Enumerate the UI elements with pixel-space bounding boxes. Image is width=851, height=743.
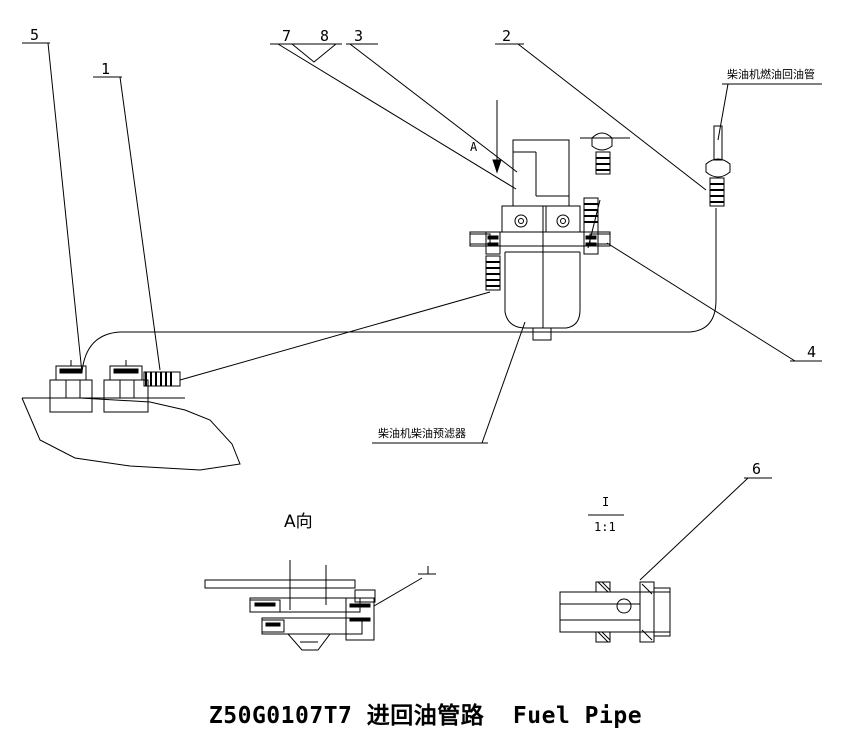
callout-6: 6	[752, 460, 761, 478]
leader-4	[606, 242, 796, 362]
engine-block	[21, 397, 241, 471]
leader-6	[639, 477, 749, 581]
outlet-fitting-vertical	[583, 197, 599, 233]
leader-1	[119, 76, 161, 371]
leader-3	[349, 43, 518, 173]
fuel-return-pipe	[81, 208, 717, 373]
callout-4: 4	[807, 343, 816, 361]
detail-i-section	[559, 581, 671, 643]
bolt-assembly-left	[485, 231, 501, 255]
leader-return-pipe	[717, 83, 729, 141]
callout-5: 5	[30, 26, 39, 44]
callout-2: 2	[502, 27, 511, 45]
callout-7: 7	[282, 27, 291, 45]
leader-prefilter	[481, 321, 526, 444]
drawing-title: Z50G0107T7 进回油管路 Fuel Pipe	[208, 703, 643, 729]
return-pipe-fitting	[705, 125, 731, 207]
detail-i-scale: 1:1	[594, 520, 616, 534]
view-a-label: A向	[284, 512, 313, 532]
callout-8: 8	[320, 27, 329, 45]
callout-1: 1	[101, 60, 110, 78]
banjo-fitting-1	[143, 371, 181, 387]
fuel-prefilter	[469, 139, 611, 341]
callout-78-bracket	[291, 43, 337, 63]
fuel-feed-pipe	[179, 291, 491, 381]
top-banjo-fitting	[580, 132, 630, 175]
callout-3: 3	[354, 27, 363, 45]
leader-2	[517, 43, 707, 191]
detail-i-label: I	[602, 495, 609, 509]
note-prefilter: 柴油机柴油预滤器	[378, 426, 466, 440]
inlet-banjo-fitting	[485, 255, 501, 291]
view-arrow-a-head	[492, 159, 502, 174]
leader-5	[47, 42, 83, 374]
note-return-pipe: 柴油机燃油回油管	[727, 67, 815, 81]
view-a-section	[204, 560, 436, 651]
injector-pump-left	[49, 360, 93, 413]
injector-pump-right	[103, 360, 149, 413]
arrow-a-label: A	[470, 140, 478, 154]
leader-7	[277, 43, 517, 190]
